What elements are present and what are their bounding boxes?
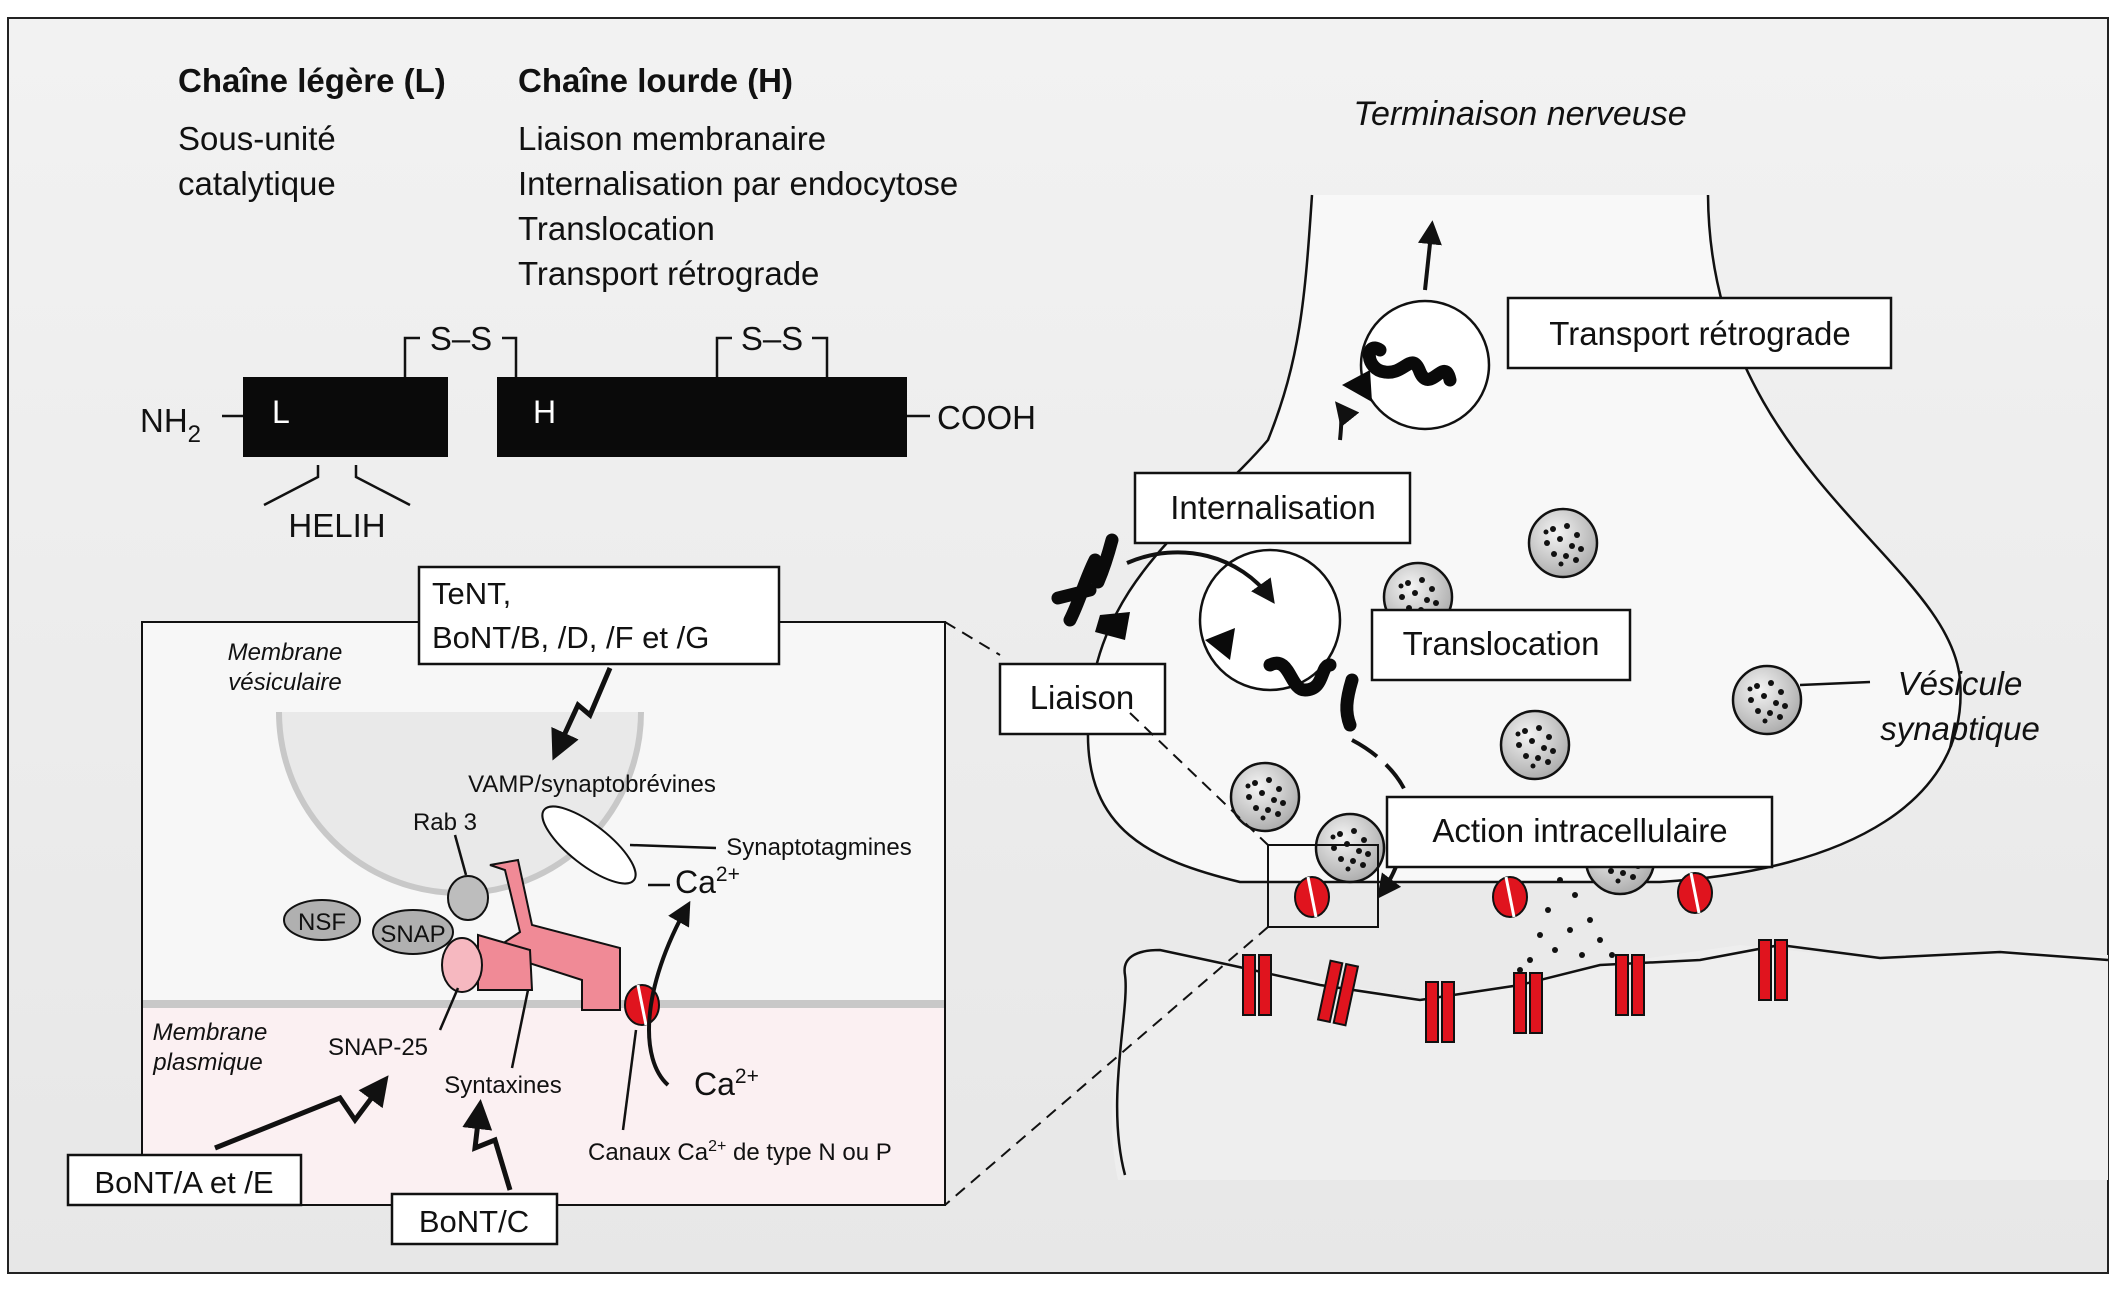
ca-label-bottom: Ca2+ <box>694 1065 759 1102</box>
toxin-ae-box: BoNT/A et /E <box>66 1153 303 1207</box>
tent-lightning-arrow <box>551 667 613 761</box>
ae-lightning-arrow <box>214 1075 389 1151</box>
nsf-protein <box>283 899 361 941</box>
toxin-ae-label: BoNT/A et /E <box>94 1165 273 1200</box>
heavy-chain-title: Chaîne lourde (H) <box>518 62 793 99</box>
syntaxins-label: Syntaxines <box>444 1072 561 1099</box>
vesicle <box>1731 664 1803 736</box>
plasma-membrane-label-1: Membrane <box>153 1019 268 1046</box>
c-terminus-label: COOH <box>937 399 1036 436</box>
step-internalisation: Internalisation <box>1170 489 1375 526</box>
nsf-label: NSF <box>298 909 346 936</box>
n-terminus-label: NH2 <box>140 402 201 448</box>
neurotransmitter-dots <box>1517 877 1615 973</box>
inset-snare-panel: Membrane vésiculaire Membrane plasmique … <box>141 621 946 1206</box>
rab3-label: Rab 3 <box>413 809 477 836</box>
vesicle <box>1314 812 1386 884</box>
heavy-chain-line-1: Liaison membranaire <box>518 120 826 157</box>
snap25-protein <box>441 937 483 993</box>
step-liaison-box: Liaison <box>998 662 1167 736</box>
step-action: Action intracellulaire <box>1432 812 1727 849</box>
toxin-molecules <box>1051 341 1457 732</box>
synaptotagmin-protein <box>541 805 637 885</box>
heavy-chain-bar <box>497 377 907 457</box>
step-translocation: Translocation <box>1403 625 1600 662</box>
light-chain-bar <box>243 377 448 457</box>
heavy-chain-line-4: Transport rétrograde <box>518 255 819 292</box>
snap-protein <box>372 909 454 955</box>
rab3-protein <box>447 875 489 921</box>
toxin-arrowheads <box>1095 370 1372 660</box>
presynaptic-ca-channel <box>1491 875 1529 919</box>
light-chain-line-1: Sous-unité <box>178 120 336 157</box>
c-lightning-arrow <box>462 1099 513 1191</box>
snap25-label: SNAP-25 <box>328 1034 428 1061</box>
nerve-terminal-title: Terminaison nerveuse <box>1353 95 1686 133</box>
vesicular-membrane-label-1: Membrane <box>228 639 343 666</box>
vamp-label: VAMP/synaptobrévines <box>468 771 716 798</box>
step-transport: Transport rétrograde <box>1549 315 1850 352</box>
heavy-chain-line-2: Internalisation par endocytose <box>518 165 958 202</box>
ca-channels-label: Canaux Ca2+ de type N ou P <box>588 1138 892 1166</box>
heavy-chain-line-3: Translocation <box>518 210 715 247</box>
vesicle <box>1499 709 1571 781</box>
presynaptic-ca-channel <box>1293 875 1331 919</box>
light-chain-title: Chaîne légère (L) <box>178 62 446 99</box>
zoom-region-box <box>1267 844 1379 928</box>
step-translocation-box: Translocation <box>1370 608 1632 682</box>
zoom-line-bottom <box>944 926 1269 1206</box>
helih-motif-label: HELIH <box>288 507 385 544</box>
zoom-line-middle <box>1129 712 1269 846</box>
plasma-membrane-label-2: plasmique <box>152 1049 262 1076</box>
zoom-line-top <box>944 621 1001 656</box>
step-action-box: Action intracellulaire <box>1385 795 1774 869</box>
toxin-tent-line-1: TeNT, <box>432 576 511 611</box>
vesicular-membrane-label-2: vésiculaire <box>228 669 341 696</box>
vesicle-label-2: synaptique <box>1880 710 2040 747</box>
endosome-retrograde <box>1359 299 1491 431</box>
vesicle <box>1527 507 1599 579</box>
toxin-tent-box: TeNT, BoNT/B, /D, /F et /G <box>417 565 781 666</box>
step-internalisation-box: Internalisation <box>1133 471 1412 545</box>
calcium-flow-arrow <box>647 900 691 1087</box>
heavy-chain-bar-label: H <box>533 394 556 430</box>
light-chain-line-2: catalytique <box>178 165 336 202</box>
presynaptic-ca-channel <box>1676 871 1714 915</box>
disulfide-bond-2: S–S <box>741 320 803 357</box>
synaptotagmins-label: Synaptotagmines <box>726 834 911 861</box>
toxin-c-box: BoNT/C <box>390 1192 559 1246</box>
toxin-c-label: BoNT/C <box>419 1204 529 1239</box>
toxin-tent-line-2: BoNT/B, /D, /F et /G <box>432 620 709 655</box>
snap-label: SNAP <box>380 921 445 948</box>
vesicle <box>1229 761 1301 833</box>
step-liaison: Liaison <box>1030 679 1135 716</box>
light-chain-bar-label: L <box>272 394 290 430</box>
disulfide-bond-1: S–S <box>430 320 492 357</box>
step-transport-box: Transport rétrograde <box>1506 296 1893 370</box>
ca-label-top: Ca2+ <box>675 863 740 900</box>
toxin-protein-structure: S–S S–S NH2 L H COOH HELIH <box>140 320 1036 544</box>
vesicle-label-1: Vésicule <box>1898 665 2023 702</box>
endosome-internalisation <box>1198 548 1342 692</box>
